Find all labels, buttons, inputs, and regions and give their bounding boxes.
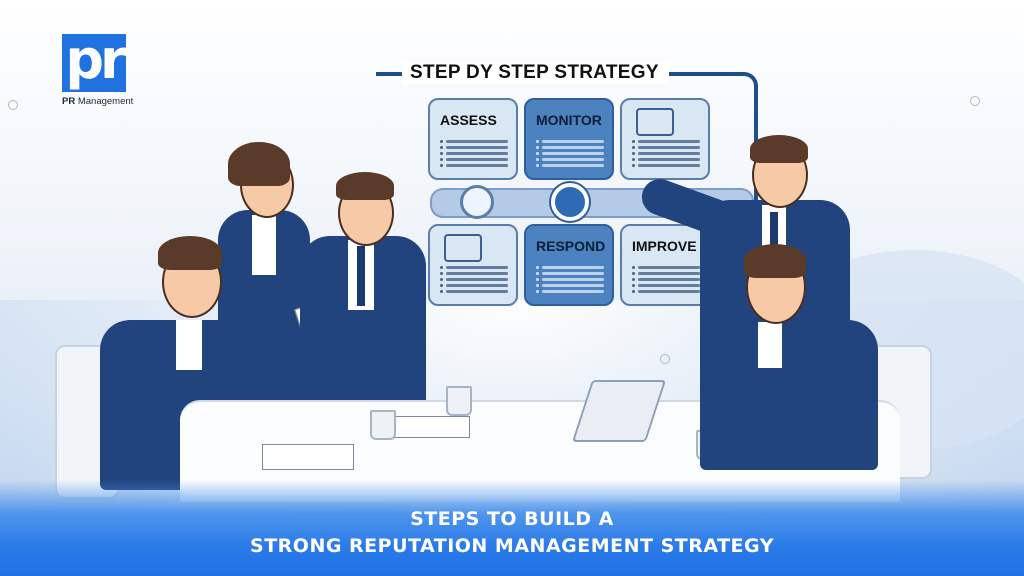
card-analytics [620, 98, 710, 180]
card-process [428, 224, 518, 306]
decor-dot [660, 354, 670, 364]
card-assess: ASSESS [428, 98, 518, 180]
strategy-board: STEP DY STEP STRATEGY [376, 62, 758, 356]
card-respond: RESPOND [524, 224, 614, 306]
notepad [262, 444, 354, 470]
pr-logo: pr [62, 28, 127, 92]
cup [370, 410, 396, 440]
gear-document-icon [444, 234, 482, 262]
cup [446, 386, 472, 416]
headline-line-1: STEPS TO BUILD A [410, 508, 614, 530]
decor-dot [8, 100, 18, 110]
clipboard-icon [551, 183, 589, 221]
card-monitor: MONITOR [524, 98, 614, 180]
logo-caption: PR Management [62, 96, 134, 107]
decor-dot [970, 96, 980, 106]
logo-mark: pr [65, 28, 126, 91]
headline-band [0, 480, 1024, 576]
headline-line-2: STRONG REPUTATION MANAGEMENT STRATEGY [250, 535, 774, 557]
screen-chart-icon [636, 108, 674, 136]
board-title: STEP DY STEP STRATEGY [410, 62, 659, 83]
paper-sheet [388, 416, 470, 438]
card-improve: IMPROVE [620, 224, 710, 306]
tree-icon [460, 185, 494, 219]
